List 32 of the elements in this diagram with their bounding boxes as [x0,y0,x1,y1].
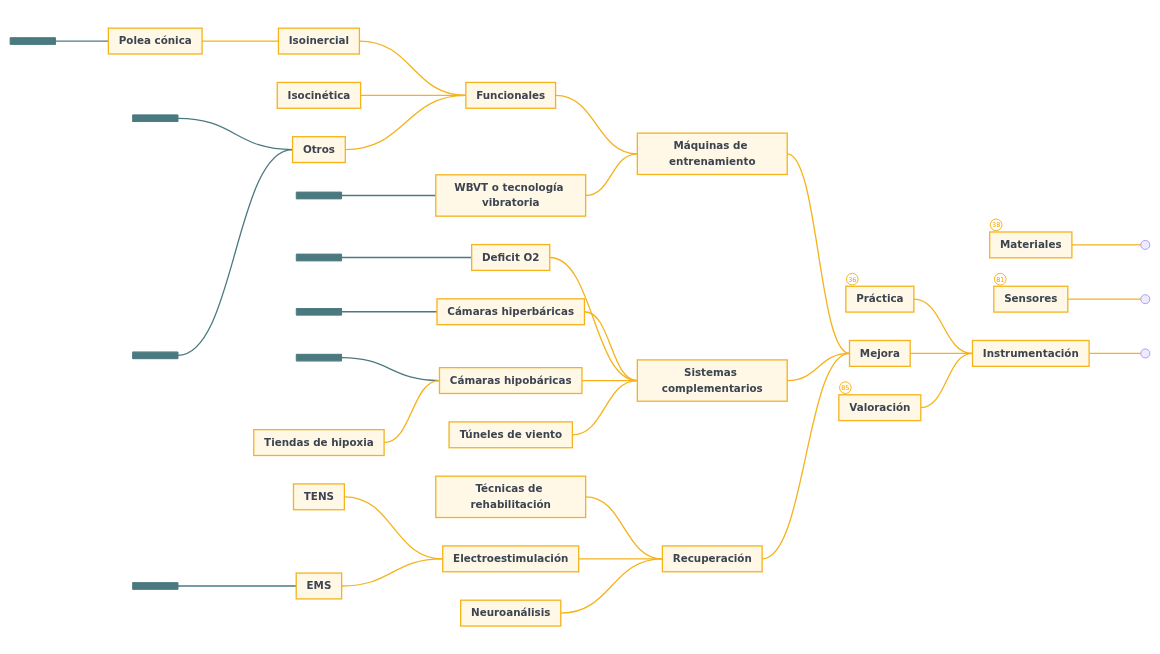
node-box: EMS [295,572,343,600]
connector [1071,244,1142,246]
node-box: Túneles de viento [448,421,573,449]
node-box: Isoinercial [277,27,361,55]
node-box: Deficit O2 [471,243,551,271]
node-box: Instrumentación [971,339,1090,367]
node-box: Funcionales [465,81,557,109]
node-box: Materiales [989,231,1073,259]
connector [1067,298,1142,300]
connector [54,40,109,42]
node-box: TENS [292,483,345,511]
node-box: Valoración [838,394,922,422]
node-box: Neuroanálisis [460,599,562,627]
node-box: WBVT o tecnología vibratoria [435,174,587,217]
node-box: Recuperación [661,545,763,573]
node-box: Técnicas de rehabilitación [435,475,587,519]
connector [177,585,297,587]
node-box: Mejora [848,339,911,367]
node-box: Práctica [845,285,915,313]
node-box: Electroestimulación [442,545,580,573]
node-box: Isocinética [276,81,362,109]
connector [549,256,638,382]
node-box: Cámaras hiperbáricas [436,298,586,326]
node-box: Sensores [993,285,1069,313]
node-box: Tiendas de hipoxia [253,428,385,457]
node-box: Polea cónica [107,27,203,55]
connector [585,153,638,196]
node-box: Sistemas complementarios [636,359,788,402]
node-box: Otros [291,135,346,164]
node-box: Cámaras hipobáricas [438,366,583,394]
connector [583,311,638,382]
node-box: Máquinas de entrenamiento [636,132,788,176]
